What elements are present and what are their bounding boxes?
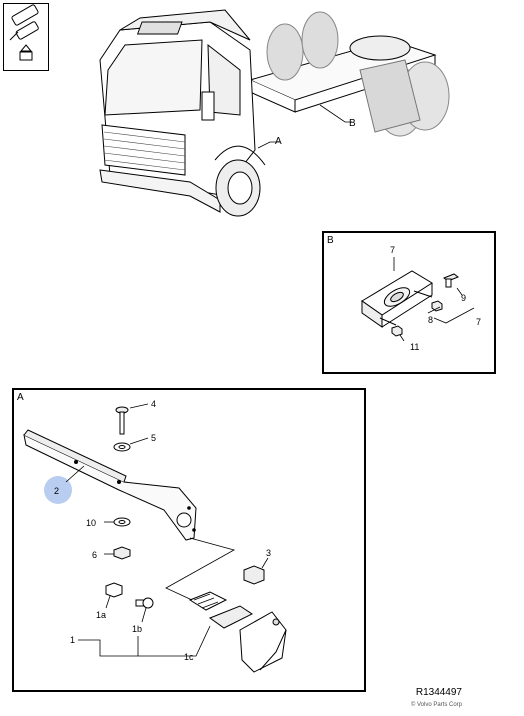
callout-b-label: B — [349, 118, 356, 129]
detail-a-frame: A — [12, 388, 366, 692]
label-1a: 1a — [96, 610, 106, 620]
callout-2-marker — [44, 476, 72, 504]
rear-lamp-bracket-drawing: 7 9 8 7 11 — [361, 245, 481, 352]
label-7-right: 7 — [476, 317, 481, 327]
detail-a-title: A — [17, 392, 24, 403]
label-3: 3 — [266, 548, 271, 558]
detail-b-frame: B 7 9 8 7 — [322, 231, 496, 374]
sidelamp-bracket-drawing: 4 5 2 10 6 3 1a 1b 1 1c — [23, 399, 287, 673]
label-6: 6 — [92, 550, 97, 560]
label-11: 11 — [410, 342, 419, 352]
label-9: 9 — [461, 293, 466, 303]
label-1: 1 — [70, 635, 75, 645]
installation-legend-box — [3, 3, 49, 71]
label-1b: 1b — [132, 624, 142, 634]
label-1c: 1c — [184, 652, 194, 662]
label-2: 2 — [54, 486, 59, 496]
installation-symbol-icon — [9, 4, 39, 61]
label-10: 10 — [86, 518, 96, 528]
copyright-text: © Volvo Parts Corp — [410, 702, 462, 708]
truck-illustration — [99, 9, 450, 217]
label-4: 4 — [151, 399, 156, 409]
detail-b-title: B — [327, 235, 334, 246]
callout-a-label: A — [275, 136, 282, 147]
label-7-top: 7 — [390, 245, 395, 255]
reference-number: R1344497 — [415, 687, 462, 698]
label-5: 5 — [151, 433, 156, 443]
label-8: 8 — [428, 315, 433, 325]
